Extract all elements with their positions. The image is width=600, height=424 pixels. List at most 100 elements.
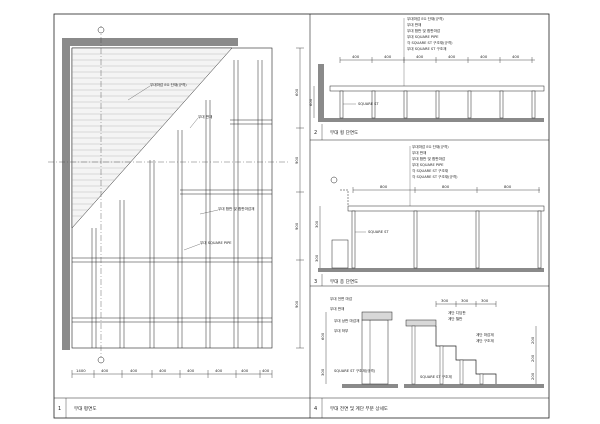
panel-3-title: 무대 종 단면도 — [330, 278, 358, 285]
transverse-section: 400 400 400 400 400 400 600 무대마감 EG 단재(규… — [308, 16, 545, 122]
plan-dim-b2: 400 — [101, 368, 109, 373]
ls-floor — [318, 268, 544, 272]
ts-wall — [318, 64, 324, 122]
ts-callout: SQUARE ST — [358, 102, 379, 106]
dt-dim-r2: 200 — [530, 354, 535, 362]
section-marker-bottom — [97, 356, 105, 364]
panel-1-number: 1 — [58, 406, 61, 412]
ls-dim-l1: 300 — [314, 220, 319, 228]
plan-dim-b8: 400 — [262, 368, 270, 373]
dt-note-l2: 무대 판재 — [330, 306, 344, 311]
ls-note-5: 각 SQUARE ST 구조재 — [412, 168, 448, 173]
dt-dim-t3: 300 — [481, 298, 489, 303]
plan-view: 무대마감 EG 단재(규격) 무대 판재 무대 합판 및 합판마감재 무대 SQ… — [48, 26, 304, 378]
dt-note-l4: 무대 하부 — [334, 328, 349, 333]
ls-dim-t3: 800 — [504, 184, 512, 189]
ls-note-3: 무대 합판 및 합판마감 — [412, 156, 446, 161]
longitudinal-section: 800 800 800 300 300 무대마감 EG 단재(규격) 무대 판재… — [314, 144, 545, 272]
ls-dim-l2: 300 — [314, 254, 319, 262]
plan-dim-b4: 400 — [159, 368, 167, 373]
ts-note-2: 무대 판재 — [407, 22, 421, 27]
plan-dim-ticks-right — [296, 47, 304, 349]
plan-note-1: 무대마감 EG 단재(규격) — [150, 82, 187, 87]
dt-dim-r3: 200 — [530, 372, 535, 380]
dt-note-l5: SQUARE ST 구조재(규격) — [334, 368, 376, 373]
plan-note-4: 무대 SQUARE PIPE — [200, 240, 232, 245]
dt-dim-t2: 300 — [461, 298, 469, 303]
stage-wood-hatch — [72, 53, 227, 217]
ts-note-5: 각 SQUARE ST 구조재(규격) — [407, 40, 453, 45]
ts-dim-t1: 400 — [352, 54, 360, 59]
dt-left-body — [361, 319, 389, 385]
ts-dim-t3: 400 — [416, 54, 424, 59]
ls-note-6: 각 SQUARE ST 구조재(규격) — [412, 174, 458, 179]
dt-note-r5: SQUARE ST 구조재 — [420, 374, 452, 379]
dt-dim-l1: 600 — [320, 332, 325, 340]
plan-dim-r2: 900 — [294, 156, 299, 164]
ts-dim-t2: 400 — [384, 54, 392, 59]
ls-posts — [351, 210, 542, 269]
ts-note-6: 무대 SQUARE ST 구조재 — [407, 46, 446, 51]
ts-deck — [329, 85, 545, 92]
dt-note-r3: 계단 마감재 — [476, 332, 494, 337]
panel-4-title: 무대 전면 및 계단 부분 상세도 — [330, 405, 388, 412]
plan-dim-ticks-bottom — [71, 370, 273, 378]
dt-right-floor — [404, 384, 544, 388]
plan-dim-r3: 900 — [294, 222, 299, 230]
plan-dim-b5: 400 — [187, 368, 195, 373]
ts-dim-t5: 400 — [480, 54, 488, 59]
dt-dim-l2: 300 — [320, 368, 325, 376]
ts-note-4: 무대 SQUARE PIPE — [407, 34, 439, 39]
plan-dim-b6: 400 — [215, 368, 223, 373]
plan-note-2: 무대 판재 — [198, 114, 212, 119]
dt-note-l3: 무대 상판 마감재 — [334, 318, 359, 323]
dt-dim-ticks-top — [435, 301, 497, 307]
ts-dim-t6: 400 — [512, 54, 520, 59]
dt-left-floor — [342, 384, 398, 388]
ls-callout: SQUARE ST — [368, 230, 389, 234]
dt-dim-t1: 300 — [441, 298, 449, 303]
plan-wall-top — [62, 38, 238, 46]
plan-dim-r4: 900 — [294, 300, 299, 308]
section-marker-top — [97, 26, 105, 34]
dt-note-r4: 계단 구조재 — [476, 338, 494, 343]
ts-note-1: 무대마감 EG 단재(규격) — [407, 16, 444, 21]
dt-right-top — [405, 319, 437, 327]
plan-dim-b7: 400 — [241, 368, 249, 373]
ts-dim-t4: 400 — [448, 54, 456, 59]
ts-posts — [339, 90, 536, 119]
plan-wall-left — [62, 38, 70, 350]
ls-note-4: 무대 SQUARE PIPE — [412, 162, 444, 167]
plan-structure-grid — [72, 60, 272, 348]
ls-note-1: 무대마감 EG 단재(규격) — [412, 144, 449, 149]
dt-stair-profile — [435, 326, 497, 384]
plan-note-3: 무대 합판 및 합판마감재 — [218, 206, 255, 211]
ls-front-profile — [340, 189, 349, 206]
panel-2-title: 무대 횡 단면도 — [330, 129, 358, 136]
ls-dim-ticks-top — [352, 187, 540, 193]
plan-leaders — [127, 85, 219, 251]
dt-stair-structure — [411, 325, 484, 385]
plan-dim-r1: 600 — [294, 88, 299, 96]
panel-2-number: 2 — [314, 130, 317, 136]
ts-dim-left: 600 — [308, 98, 313, 106]
ts-floor — [318, 118, 544, 122]
plan-dim-b3: 400 — [130, 368, 138, 373]
dt-left-top — [361, 311, 393, 321]
detail-view: 600 300 무대 전면 마감 무대 판재 무대 상판 마감재 무대 하부 S… — [320, 296, 544, 388]
ls-section-marker — [330, 176, 338, 184]
ls-deck — [347, 205, 545, 212]
ls-dim-t2: 800 — [442, 184, 450, 189]
ts-note-3: 무대 합판 및 합판마감 — [407, 28, 441, 33]
dt-note-r2: 계단 챌판 — [448, 316, 463, 321]
sheet-frame — [53, 13, 550, 419]
ls-note-2: 무대 판재 — [412, 150, 426, 155]
panel-4-number: 4 — [314, 406, 317, 412]
panel-1-title: 무대 평면도 — [74, 405, 97, 412]
dt-note-l1: 무대 전면 마감 — [330, 296, 353, 301]
ls-front-step — [331, 239, 349, 269]
dt-dim-r1: 200 — [530, 336, 535, 344]
panel-3-number: 3 — [314, 279, 317, 285]
dt-note-r1: 계단 디딤판 — [448, 310, 466, 315]
